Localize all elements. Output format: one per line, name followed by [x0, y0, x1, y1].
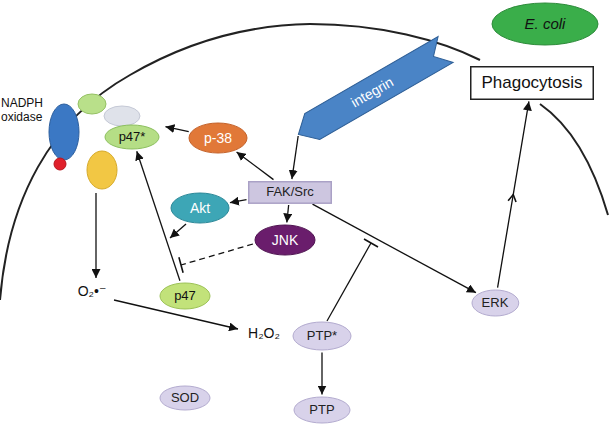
- signal-arrow: [287, 205, 289, 223]
- bacterium: E. coli: [491, 2, 599, 46]
- kinase-oval: p-38: [188, 122, 248, 154]
- cell-membrane: [0, 24, 480, 300]
- inhibition-bar: [364, 239, 378, 247]
- signal-arrow: [165, 127, 188, 132]
- signal-arrow: [292, 136, 298, 179]
- node-label: PTP*: [307, 329, 337, 344]
- kinase-oval: JNK: [254, 224, 316, 256]
- oval-outline: [160, 386, 210, 410]
- node-label: E. coli: [525, 15, 566, 32]
- enzyme-oval: PTP*: [292, 321, 352, 351]
- membrane-subunit: [49, 104, 79, 160]
- subunit-oval: p47*: [104, 124, 160, 150]
- signal-arrow: [230, 200, 247, 203]
- signal-arrow: [312, 204, 475, 292]
- oval-outline: [492, 3, 598, 45]
- receptor-arrow-shape: [291, 37, 453, 148]
- oval-outline: [472, 290, 519, 316]
- kinase-box: FAK/Src: [248, 181, 332, 204]
- node-label: SOD: [171, 391, 199, 406]
- node-label: p-38: [204, 130, 232, 146]
- oval-outline: [189, 123, 247, 153]
- cytosolic-subunit: [87, 151, 117, 189]
- box-outline: [471, 67, 594, 100]
- kinase-oval: Akt: [170, 192, 230, 224]
- node-label: p47: [174, 289, 196, 304]
- inhibition-bar: [179, 257, 183, 272]
- cell-membrane: [540, 104, 608, 215]
- node-label: p47*: [119, 130, 146, 145]
- oval-outline: [171, 193, 229, 223]
- connector-layer: [137, 101, 529, 394]
- oval-outline: [105, 125, 159, 149]
- signal-arrow: [237, 152, 274, 180]
- cytosolic-subunit: [78, 94, 106, 114]
- node-label: Akt: [190, 200, 210, 216]
- oval-outline: [160, 283, 210, 309]
- cytosolic-subunit: [104, 106, 140, 126]
- integrin-receptor: integrin: [291, 37, 453, 148]
- enzyme-oval: SOD: [159, 385, 211, 411]
- signal-arrow: [321, 353, 322, 395]
- heme-dot: [54, 158, 66, 170]
- complex-heading: NADPH oxidase: [1, 96, 45, 125]
- oval-outline: [293, 322, 351, 350]
- subunit-oval: p47: [159, 282, 211, 310]
- node-label: PTP: [309, 403, 334, 418]
- kinase-oval: ERK: [471, 289, 520, 317]
- activation-arrow: [170, 224, 186, 238]
- oval-outline: [255, 225, 315, 255]
- inhibition-line: [327, 243, 371, 321]
- molecule-label: H₂O₂: [248, 325, 280, 341]
- outcome-box: Phagocytosis: [470, 66, 594, 100]
- molecule-label: O₂•⁻: [78, 283, 107, 299]
- signal-arrow: [137, 151, 180, 281]
- enzyme-complex: NADPH oxidasep47*: [46, 92, 164, 190]
- inhibition-line: [181, 244, 253, 265]
- enzyme-oval: PTP: [293, 396, 351, 424]
- reaction-arrow: [95, 193, 96, 278]
- oval-outline: [294, 397, 350, 423]
- node-label: Phagocytosis: [481, 73, 582, 93]
- node-label: JNK: [272, 232, 298, 248]
- signal-arrow: [498, 101, 529, 287]
- node-label: FAK/Src: [266, 185, 314, 200]
- box-outline: [249, 181, 332, 202]
- node-label: ERK: [482, 296, 509, 311]
